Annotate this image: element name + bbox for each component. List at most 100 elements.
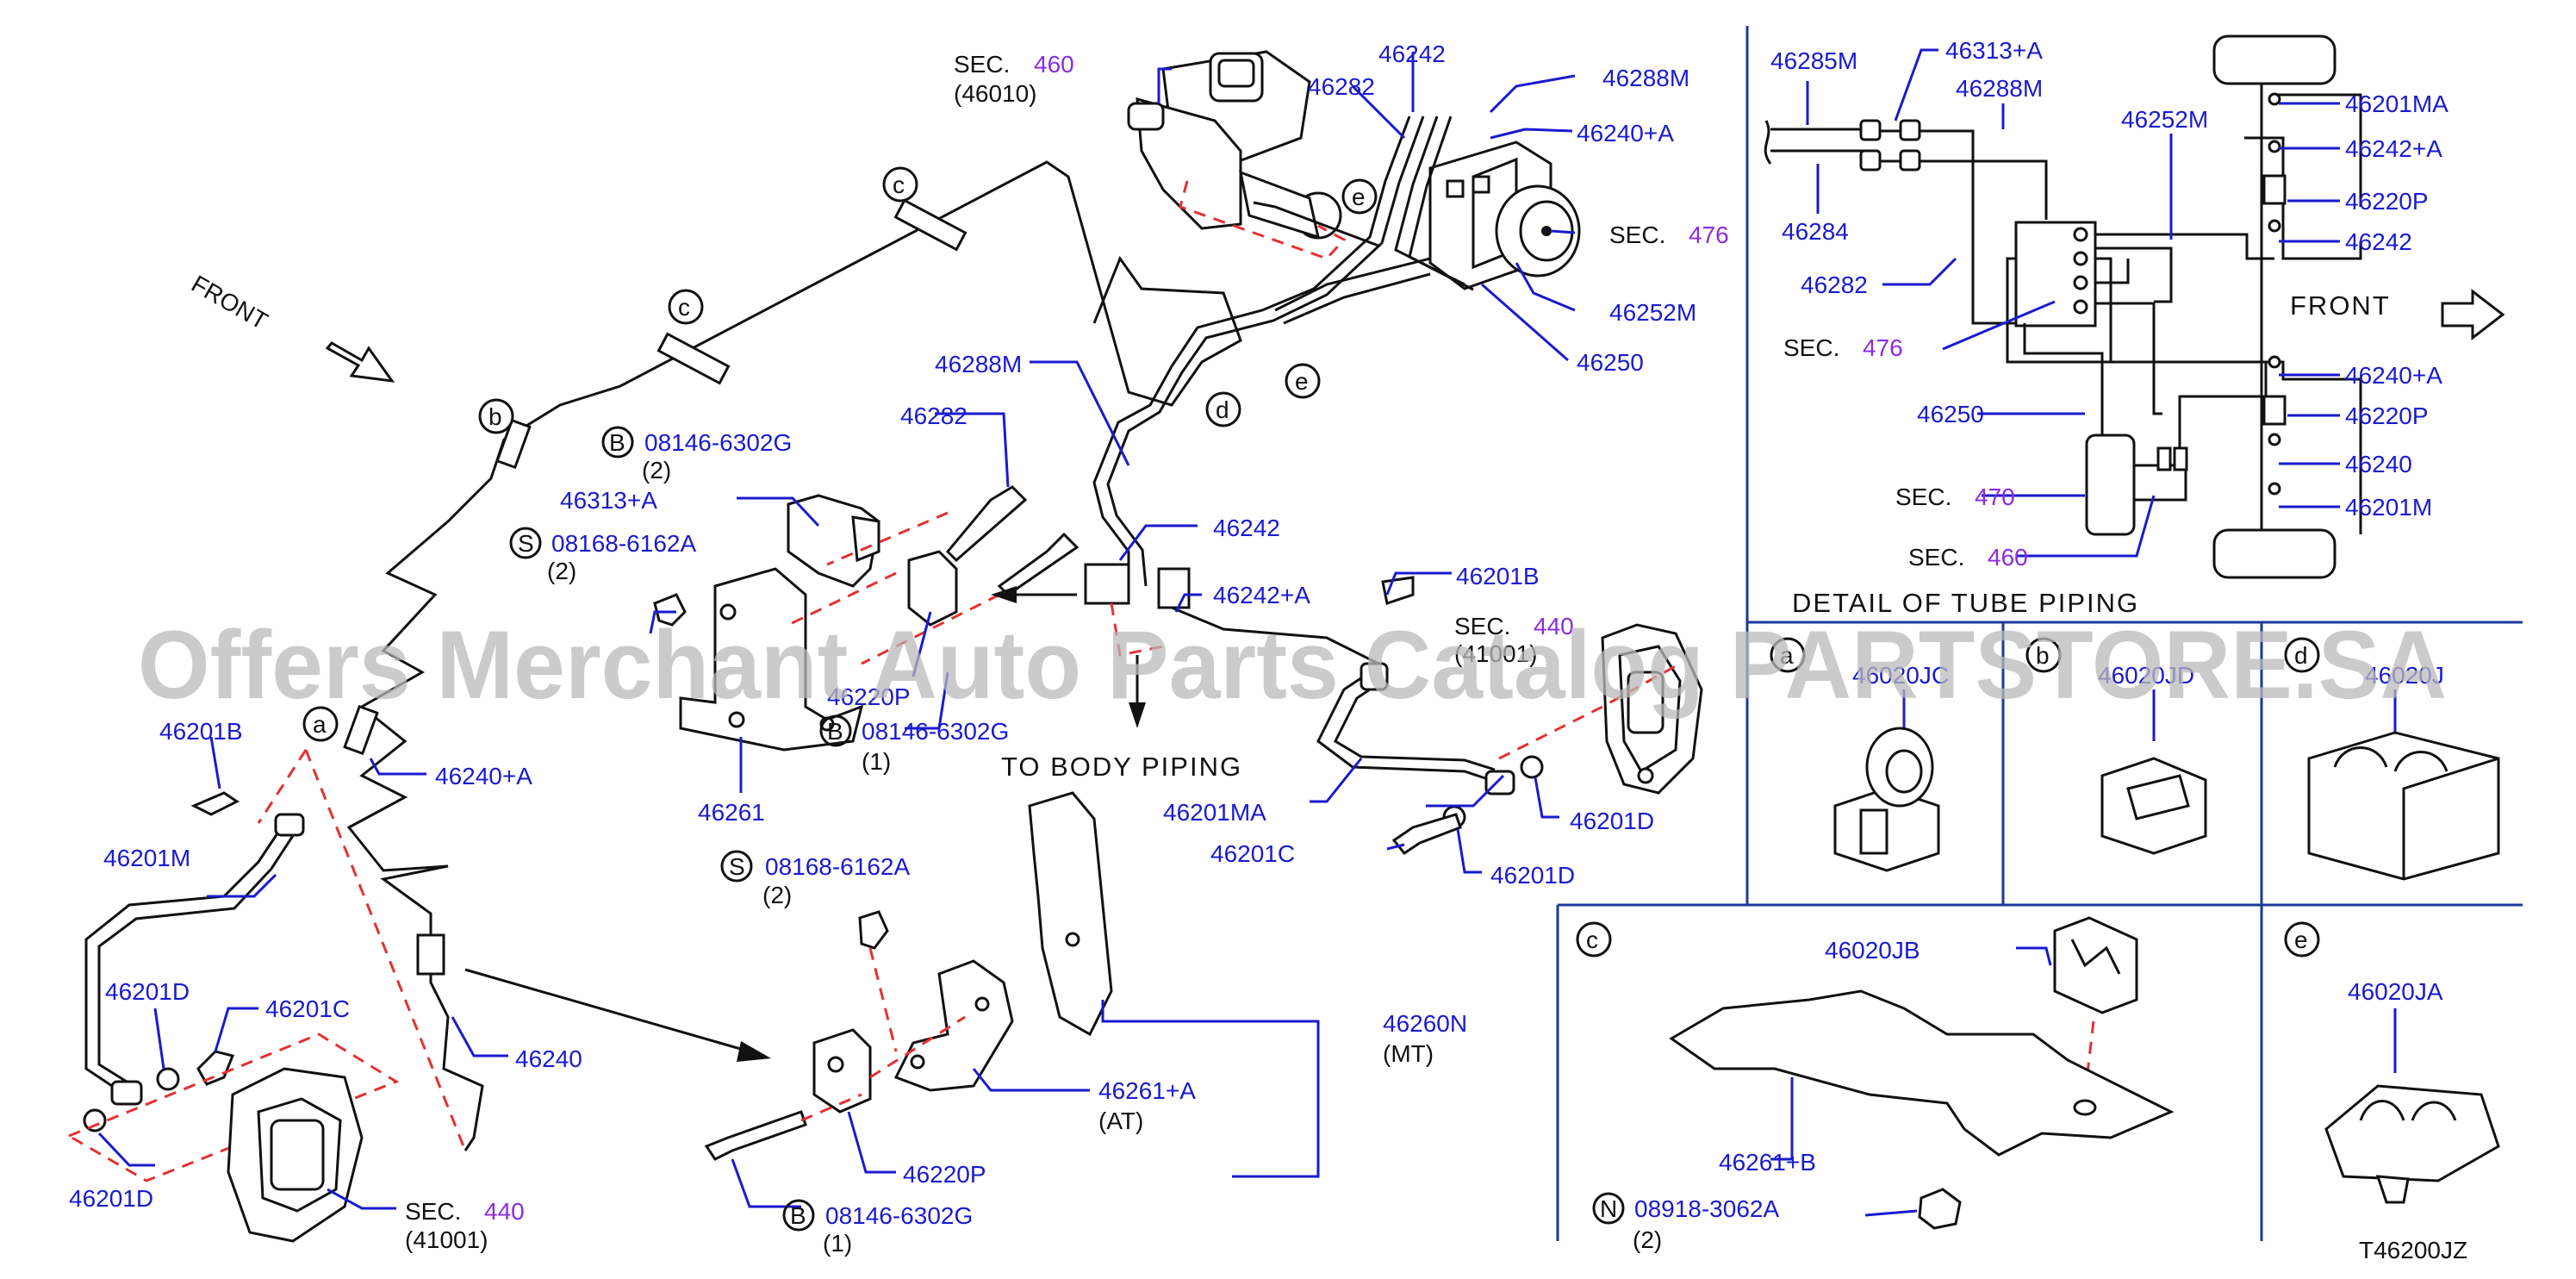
svg-text:08146-6302G: 08146-6302G — [862, 718, 1009, 745]
bracket-46261 — [679, 567, 864, 752]
front-arrow-icon — [325, 341, 395, 383]
svg-text:08918-3062A: 08918-3062A — [1634, 1195, 1779, 1222]
svg-text:B: B — [827, 718, 843, 745]
detail-title: DETAIL OF TUBE PIPING — [1792, 588, 2139, 618]
guide-caliper-right — [1498, 662, 1681, 760]
sec440-right-sub: (41001) — [1454, 640, 1538, 667]
sec476-num: 476 — [1689, 221, 1729, 248]
tag-circle-e1: e — [1341, 178, 1378, 215]
svg-text:N: N — [1600, 1195, 1617, 1222]
detail-e-part-label: 46020JA — [2348, 978, 2443, 1005]
schematic-label-46242: 46242 — [2345, 228, 2412, 255]
clip-46201B-right — [1381, 576, 1415, 605]
abs-actuator — [1428, 140, 1581, 290]
guide-tag-a — [257, 749, 467, 1151]
detail-d-tag: d — [2284, 637, 2320, 673]
svg-text:08146-6302G: 08146-6302G — [644, 429, 792, 456]
schematic-sec460-prefix: SEC. — [1908, 544, 1964, 571]
bracket-46261B — [1669, 989, 2175, 1157]
bolt-08146-upper — [945, 485, 1028, 563]
front-arrow-schematic-icon — [2441, 288, 2505, 341]
washer-46201D-l2 — [83, 1108, 107, 1132]
bolt-08146-mid — [997, 532, 1080, 596]
panel-divider-lower — [1556, 905, 2263, 1241]
svg-text:e: e — [1352, 184, 1366, 210]
left-arrow-icon — [991, 586, 1017, 603]
label-46201C-right: 46201C — [1210, 840, 1295, 867]
label-46240-left: 46240 — [515, 1045, 582, 1072]
detail-b-part-label: 46020JD — [2098, 662, 2194, 689]
schematic-sec460-num: 460 — [1988, 544, 2028, 571]
svg-text:d: d — [1216, 396, 1229, 423]
to-body-piping-label: TO BODY PIPING — [1001, 752, 1242, 782]
label-46288M-mid: 46288M — [935, 351, 1022, 377]
svg-text:a: a — [313, 711, 327, 738]
label-46250-top: 46250 — [1577, 349, 1644, 376]
svg-text:B: B — [790, 1202, 806, 1229]
master-cylinder — [1127, 50, 1342, 240]
front-label: FRONT — [187, 270, 272, 334]
detail-b-tag: b — [2025, 637, 2062, 673]
tag-circle-a: a — [302, 706, 339, 742]
svg-text:a: a — [1780, 642, 1794, 669]
schematic-label-46240A: 46240+A — [2345, 362, 2442, 389]
label-46288M-top: 46288M — [1602, 65, 1689, 91]
arrow-to-bracket-shaft — [464, 968, 750, 1053]
label-46201D-l2: 46201D — [69, 1185, 153, 1212]
schematic-label-46220P-1: 46220P — [2345, 188, 2429, 215]
label-46261A: 46261+A — [1098, 1077, 1196, 1104]
schematic-label-46313A: 46313+A — [1945, 37, 2043, 64]
panel-divider-detail-cols — [2001, 622, 2263, 905]
svg-text:(1): (1) — [862, 748, 891, 775]
clip-46020JD — [2100, 757, 2207, 855]
down-arrow-icon — [1129, 702, 1146, 728]
label-46240A-left: 46240+A — [435, 763, 532, 789]
label-46252M-top: 46252M — [1609, 299, 1696, 326]
tube-46242A — [1171, 606, 1379, 665]
svg-text:S: S — [729, 853, 745, 880]
clip-46020J — [2307, 731, 2500, 881]
label-46313A: 46313+A — [560, 487, 657, 514]
bracket-46260N — [1028, 791, 1113, 1037]
detail-e-tag: e — [2284, 921, 2320, 958]
bolt-08168-upper — [653, 593, 687, 627]
svg-text:(2): (2) — [547, 558, 576, 584]
sec476-prefix: SEC. — [1609, 221, 1665, 248]
label-46282-mid: 46282 — [900, 402, 968, 429]
actuator-tube-5 — [1274, 257, 1431, 325]
label-46242A-mid: 46242+A — [1213, 582, 1310, 608]
detail-c-bracket-label: 46261+B — [1719, 1149, 1816, 1176]
tube-clip-a — [343, 704, 379, 756]
schematic-sec470-num: 470 — [1975, 484, 2015, 510]
guide-clip-46242 — [1110, 602, 1164, 657]
clip-46201B-left — [190, 791, 240, 816]
actuator-tube-2 — [1106, 115, 1425, 587]
tag-circle-c1: c — [882, 166, 918, 203]
bolt-46201C-left — [196, 1050, 235, 1086]
label-46201D-l1: 46201D — [105, 978, 190, 1005]
svg-text:c: c — [678, 294, 690, 321]
leader-lines-main — [97, 52, 1576, 1210]
svg-text:c: c — [893, 172, 905, 198]
label-46201D-r1: 46201D — [1570, 808, 1654, 834]
nut-08918 — [1918, 1188, 1962, 1230]
label-46201M-left: 46201M — [103, 845, 190, 871]
right-arrow-icon — [737, 1041, 771, 1062]
sec460-num: 460 — [1034, 51, 1074, 78]
schematic-label-46220P-2: 46220P — [2345, 402, 2429, 429]
caliper-right — [1601, 623, 1703, 795]
tube-clip-46220P-low — [416, 933, 445, 976]
schematic-label-46201MA: 46201MA — [2345, 90, 2448, 117]
bolt-08146-lower — [704, 1110, 807, 1161]
guide-bracket-lower — [800, 947, 966, 1122]
sec460-prefix: SEC. — [954, 51, 1010, 78]
label-46220P-low: 46220P — [903, 1161, 986, 1188]
svg-text:e: e — [1295, 368, 1309, 395]
tube-clip-46242A — [1157, 567, 1191, 609]
label-46240A-top: 46240+A — [1577, 120, 1674, 147]
svg-text:08146-6302G: 08146-6302G — [825, 1202, 973, 1229]
actuator-tube-4 — [1408, 115, 1474, 291]
tube-clip-b — [495, 418, 532, 470]
